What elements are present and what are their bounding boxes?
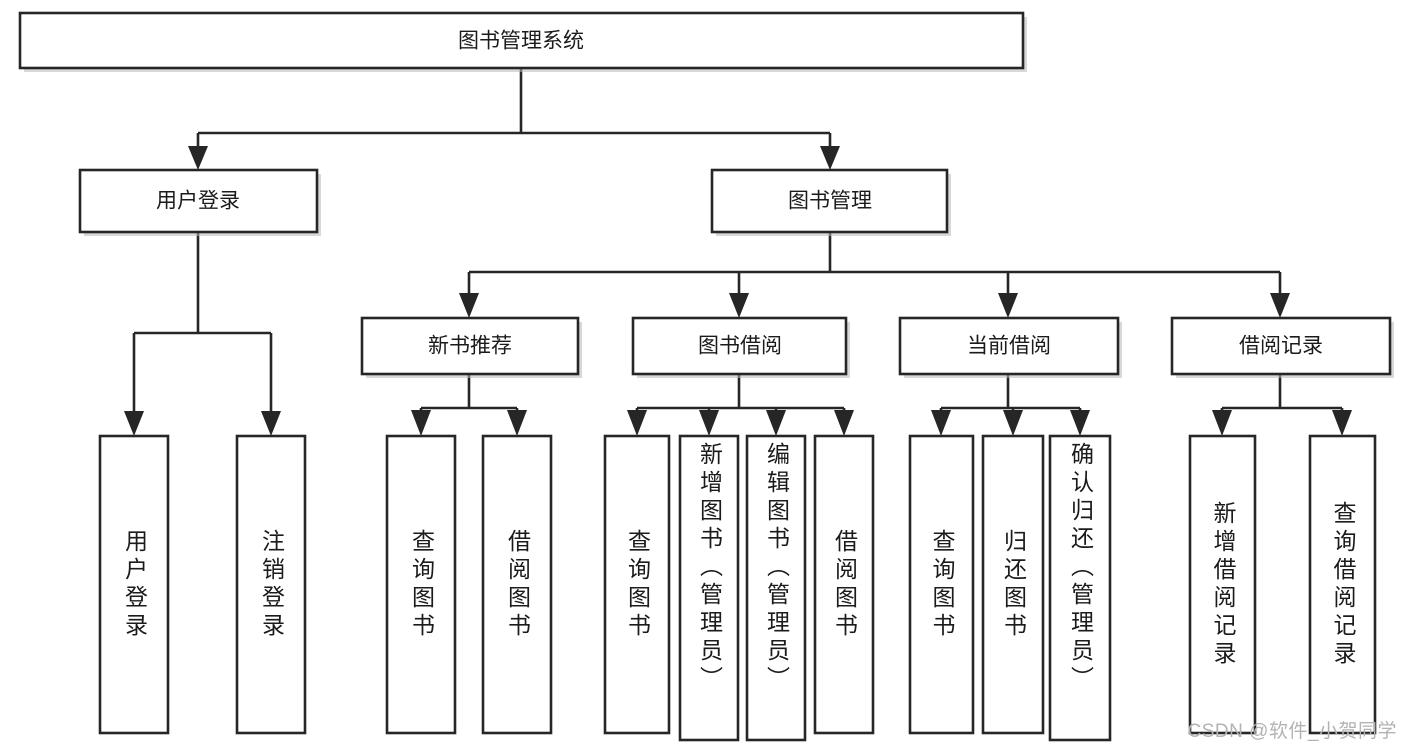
node-root[interactable]: 图书管理系统 — [18, 11, 1027, 72]
connector-group-user-login — [124, 232, 281, 436]
node-current-borrow-rect — [898, 316, 1120, 376]
connector-group-borrow-record — [1212, 374, 1352, 436]
leaf-rect-query-record[interactable] — [1308, 434, 1377, 735]
node-root-rect — [18, 11, 1025, 70]
node-book-borrow[interactable]: 图书借阅 — [631, 316, 850, 378]
node-new-book-rec-label: 新书推荐 — [428, 335, 512, 358]
arrowhead-borrow-record — [1270, 293, 1290, 318]
leaf-rect-query-book-3[interactable] — [908, 434, 975, 735]
node-borrow-record-rect — [1170, 316, 1392, 376]
arrowhead-user-login — [188, 146, 208, 170]
arrowhead-book-manage — [820, 146, 840, 170]
leaf-boxes — [98, 434, 1377, 742]
node-user-login-label: 用户登录 — [156, 190, 240, 213]
node-user-login[interactable]: 用户登录 — [78, 168, 321, 236]
leaf-rect-query-book-2[interactable] — [603, 434, 671, 735]
node-borrow-record[interactable]: 借阅记录 — [1170, 316, 1394, 378]
arrowhead-leaf-query-record — [1332, 410, 1352, 436]
arrowhead-leaf-logout — [261, 411, 281, 436]
arrowhead-book-borrow — [729, 293, 749, 318]
arrowhead-leaf-query-book-2 — [627, 410, 647, 436]
leaf-rect-confirm-return[interactable] — [1048, 434, 1112, 742]
node-current-borrow-label: 当前借阅 — [967, 335, 1051, 358]
leaf-rect-user-login[interactable] — [98, 434, 170, 735]
node-new-book-rec[interactable]: 新书推荐 — [360, 316, 582, 378]
arrowhead-current-borrow — [998, 293, 1018, 318]
connector-group-current-borrow — [931, 374, 1090, 436]
node-book-manage-label: 图书管理 — [788, 190, 872, 213]
arrowhead-new-book-rec — [459, 293, 479, 318]
connector-group-new-book-rec — [411, 374, 527, 436]
node-user-login-rect — [78, 168, 319, 234]
node-root-label: 图书管理系统 — [458, 30, 584, 53]
node-book-manage-rect — [710, 168, 949, 234]
arrowhead-leaf-borrow-book-1 — [507, 410, 527, 436]
node-book-borrow-rect — [631, 316, 848, 376]
connector-group-book-borrow — [627, 374, 854, 436]
arrowhead-leaf-user-login — [124, 411, 144, 436]
leaf-rect-return-book[interactable] — [981, 434, 1045, 735]
watermark-text: CSDN @软件_小贺同学 — [1187, 721, 1397, 742]
leaf-rect-add-record[interactable] — [1188, 434, 1257, 735]
node-book-manage[interactable]: 图书管理 — [710, 168, 951, 236]
node-borrow-record-label: 借阅记录 — [1239, 335, 1323, 358]
leaf-rect-borrow-book-2[interactable] — [813, 434, 875, 735]
leaf-rect-borrow-book-1[interactable] — [481, 434, 553, 735]
connector-group-root — [188, 68, 840, 170]
arrowhead-leaf-return-book — [1003, 410, 1023, 436]
arrowhead-leaf-query-book-3 — [931, 410, 951, 436]
node-book-borrow-label: 图书借阅 — [698, 335, 782, 358]
arrowhead-leaf-add-record — [1212, 410, 1232, 436]
arrowhead-leaf-borrow-book-2 — [834, 410, 854, 436]
arrowhead-leaf-confirm-return — [1070, 410, 1090, 436]
leaf-rect-edit-book[interactable] — [745, 434, 807, 742]
arrowhead-leaf-add-book — [699, 410, 719, 436]
connector-group-book-manage — [459, 232, 1290, 318]
node-current-borrow[interactable]: 当前借阅 — [898, 316, 1122, 378]
node-new-book-rec-rect — [360, 316, 580, 376]
arrowhead-leaf-query-book-1 — [411, 410, 431, 436]
arrowhead-leaf-edit-book — [766, 410, 786, 436]
leaf-rect-add-book[interactable] — [678, 434, 740, 742]
leaf-rect-query-book-1[interactable] — [385, 434, 457, 735]
leaf-rect-logout[interactable] — [235, 434, 307, 735]
